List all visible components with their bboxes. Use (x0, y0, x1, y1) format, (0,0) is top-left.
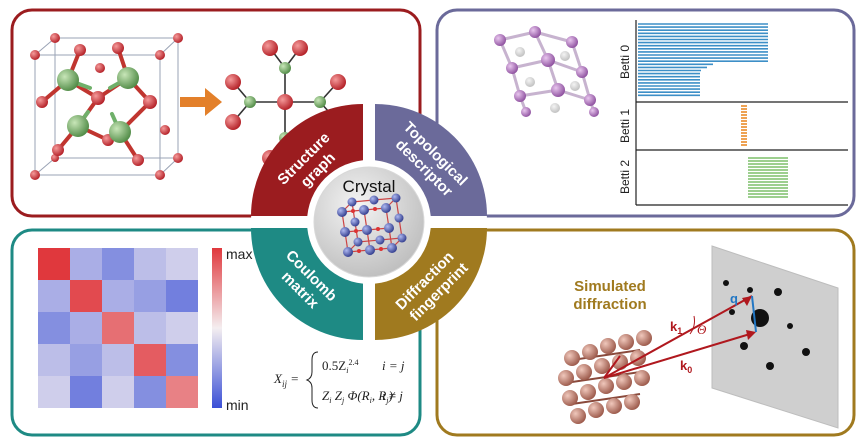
crystal-structure-illustration (30, 33, 183, 180)
heatmap-cell (70, 344, 102, 376)
heatmap-cell (134, 344, 166, 376)
colorbar (212, 248, 222, 408)
heatmap-cell (134, 312, 166, 344)
simulated-diffraction-title-1: Simulated (574, 278, 646, 295)
central-wheel: Crystal (251, 104, 487, 340)
svg-text:i = j: i = j (382, 358, 405, 373)
transform-arrow (180, 88, 222, 116)
simulated-diffraction-title-2: diffraction (573, 296, 646, 313)
wave-vectors: k1 k0 Θ q (603, 291, 757, 379)
betti0-bars (638, 23, 768, 97)
heatmap-cell (102, 344, 134, 376)
svg-text:q: q (730, 291, 738, 306)
heatmap-cell (166, 312, 198, 344)
heatmap-cell (102, 248, 134, 280)
svg-text:i ≠ j: i ≠ j (382, 388, 403, 403)
crystal-label: Crystal (343, 177, 396, 196)
betti1-label: Betti 1 (618, 109, 632, 143)
svg-text:Zi Zj Φ(Ri, Rj): Zi Zj Φ(Ri, Rj) (322, 388, 393, 405)
topological-crystal-illustration (494, 26, 599, 117)
betti1-bars (741, 105, 747, 146)
heatmap-cell (38, 344, 70, 376)
betti0-label: Betti 0 (618, 45, 632, 79)
heatmap-cell (38, 280, 70, 312)
heatmap-cell (102, 280, 134, 312)
heatmap-cell (134, 248, 166, 280)
heatmap-cell (134, 376, 166, 408)
heatmap-cell (166, 344, 198, 376)
heatmap-cell (70, 248, 102, 280)
heatmap-cell (102, 312, 134, 344)
heatmap-cell (166, 376, 198, 408)
diffraction-spots (723, 280, 810, 370)
betti2-label: Betti 2 (618, 160, 632, 194)
heatmap-cell (134, 280, 166, 312)
svg-text:k0: k0 (680, 358, 692, 375)
heatmap-cell (70, 280, 102, 312)
svg-text:Θ: Θ (697, 322, 707, 337)
diffraction-screen (711, 245, 839, 429)
center-crystal-icon (337, 193, 407, 257)
heatmap-cell (166, 248, 198, 280)
coulomb-heatmap (38, 248, 198, 408)
svg-text:k1: k1 (670, 319, 682, 336)
heatmap-cell (102, 376, 134, 408)
betti2-bars (748, 157, 788, 198)
colorbar-min-label: min (226, 397, 249, 413)
svg-text:0.5Zi2.4: 0.5Zi2.4 (322, 358, 358, 375)
heatmap-cell (38, 376, 70, 408)
coulomb-formula: Xij = 0.5Zi2.4 i = j Zi Zj Φ(Ri, Rj) i ≠… (273, 351, 405, 409)
heatmap-cell (70, 312, 102, 344)
betti-barcode: Betti 0 Betti 1 Betti 2 (618, 20, 848, 206)
heatmap-cell (166, 280, 198, 312)
svg-text:Xij =: Xij = (273, 371, 299, 389)
diffraction-crystal (558, 330, 652, 424)
heatmap-cell (38, 248, 70, 280)
colorbar-max-label: max (226, 246, 252, 262)
heatmap-cell (70, 376, 102, 408)
heatmap-cell (38, 312, 70, 344)
